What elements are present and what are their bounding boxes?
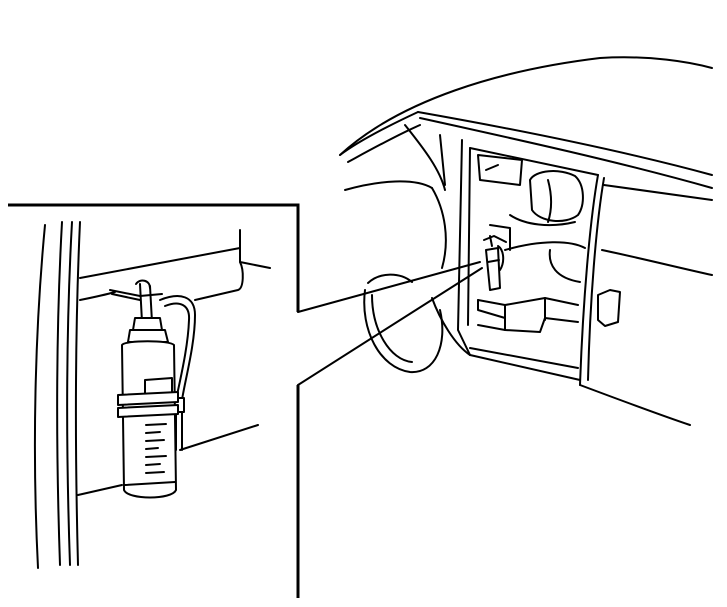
fire-extinguisher-small xyxy=(483,235,507,291)
rear-door-opening xyxy=(469,154,586,369)
van-body xyxy=(339,56,713,426)
callout-lines xyxy=(297,261,483,386)
mounting-bracket xyxy=(117,391,179,418)
detail-inset xyxy=(8,203,300,598)
fire-extinguisher-detail xyxy=(109,279,196,499)
